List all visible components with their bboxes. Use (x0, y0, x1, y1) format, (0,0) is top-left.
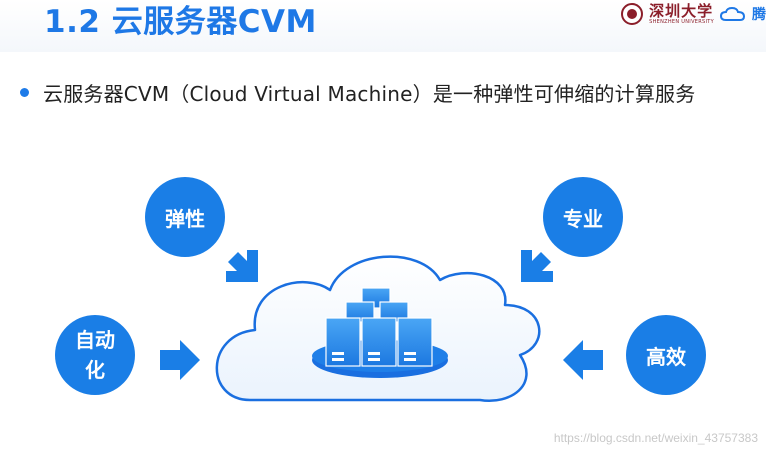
arrow-icon-top-right (521, 250, 553, 282)
feature-label-elastic: 弹性 (165, 206, 205, 231)
slide-title: 1.2 云服务器CVM (44, 4, 317, 40)
feature-label-automation: 自动 化 (75, 328, 115, 382)
university-en: SHENZHEN UNIVERSITY (649, 18, 714, 25)
university-logo: 深圳大学 SHENZHEN UNIVERSITY (649, 1, 714, 25)
watermark-url: https://blog.csdn.net/weixin_43757383 (553, 431, 758, 445)
header-logos: 深圳大学 SHENZHEN UNIVERSITY 腾 (621, 0, 766, 28)
arrow-icon-top-left (226, 250, 258, 282)
tencent-cloud-icon (720, 6, 746, 21)
arrow-icon-right (563, 340, 603, 380)
feature-circle-efficient (626, 315, 706, 395)
feature-circle-elastic (145, 177, 225, 257)
slide-header: 1.2 云服务器CVM 深圳大学 SHENZHEN UNIVERSITY 腾 (0, 0, 766, 52)
bullet-point: 云服务器CVM（Cloud Virtual Machine）是一种弹性可伸缩的计… (20, 78, 695, 107)
arrow-icon-left (160, 340, 200, 380)
feature-label-efficient: 高效 (646, 344, 686, 369)
bullet-dot (20, 88, 29, 97)
feature-circle-professional (543, 177, 623, 257)
university-name: 深圳大学 (649, 1, 714, 20)
server-stack-icon (325, 287, 433, 367)
bullet-text: 云服务器CVM（Cloud Virtual Machine）是一种弹性可伸缩的计… (43, 82, 696, 106)
partner-logo-text: 腾 (752, 7, 766, 23)
feature-circle-automation (55, 315, 135, 395)
university-seal-icon (621, 3, 644, 25)
feature-label-professional: 专业 (563, 206, 603, 231)
